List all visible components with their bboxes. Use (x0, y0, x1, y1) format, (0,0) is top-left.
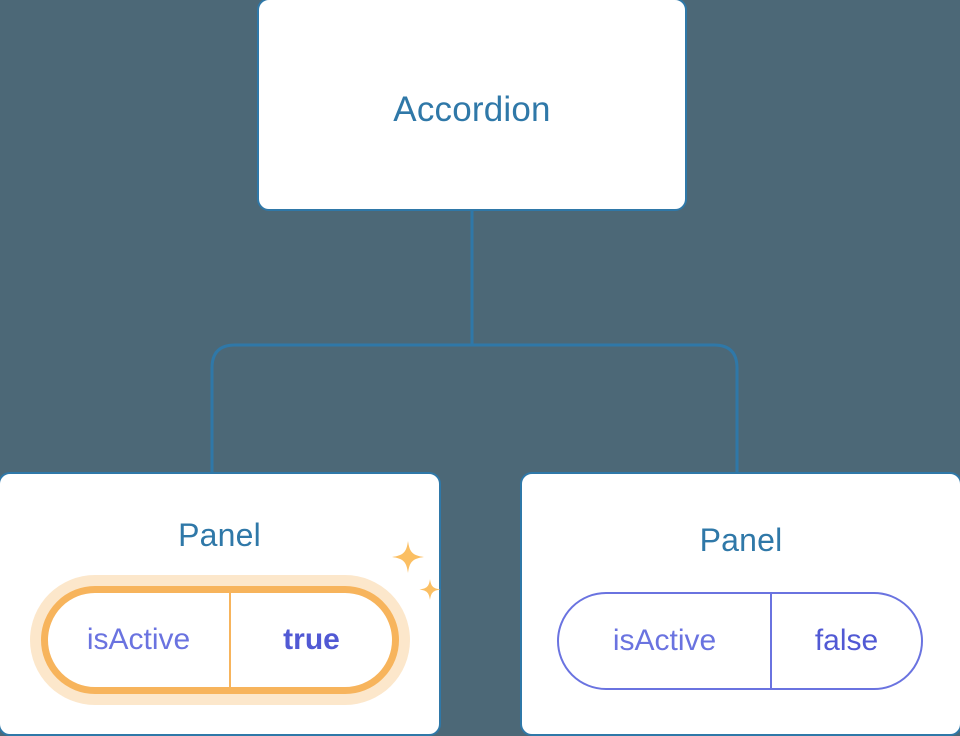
prop-key-cell: isActive (48, 593, 231, 687)
prop-value-label: true (283, 623, 340, 656)
edge-root-to-panel-left (210, 343, 472, 474)
prop-value-cell: true (231, 593, 392, 687)
prop-key-label: isActive (612, 624, 717, 657)
prop-value-cell: false (772, 594, 921, 688)
prop-key-label: isActive (86, 623, 191, 656)
prop-pill-isactive-false[interactable]: isActive false (557, 592, 923, 690)
node-accordion-title: Accordion (393, 90, 551, 129)
node-panel-left-title: Panel (178, 517, 261, 553)
prop-value-label: false (814, 624, 879, 657)
node-accordion[interactable]: Accordion (257, 0, 687, 211)
edge-root-to-panel-right (472, 343, 739, 474)
prop-pill-isactive-true[interactable]: isActive true (41, 586, 399, 694)
prop-key-cell: isActive (559, 594, 772, 688)
node-panel-right-title: Panel (699, 522, 783, 558)
